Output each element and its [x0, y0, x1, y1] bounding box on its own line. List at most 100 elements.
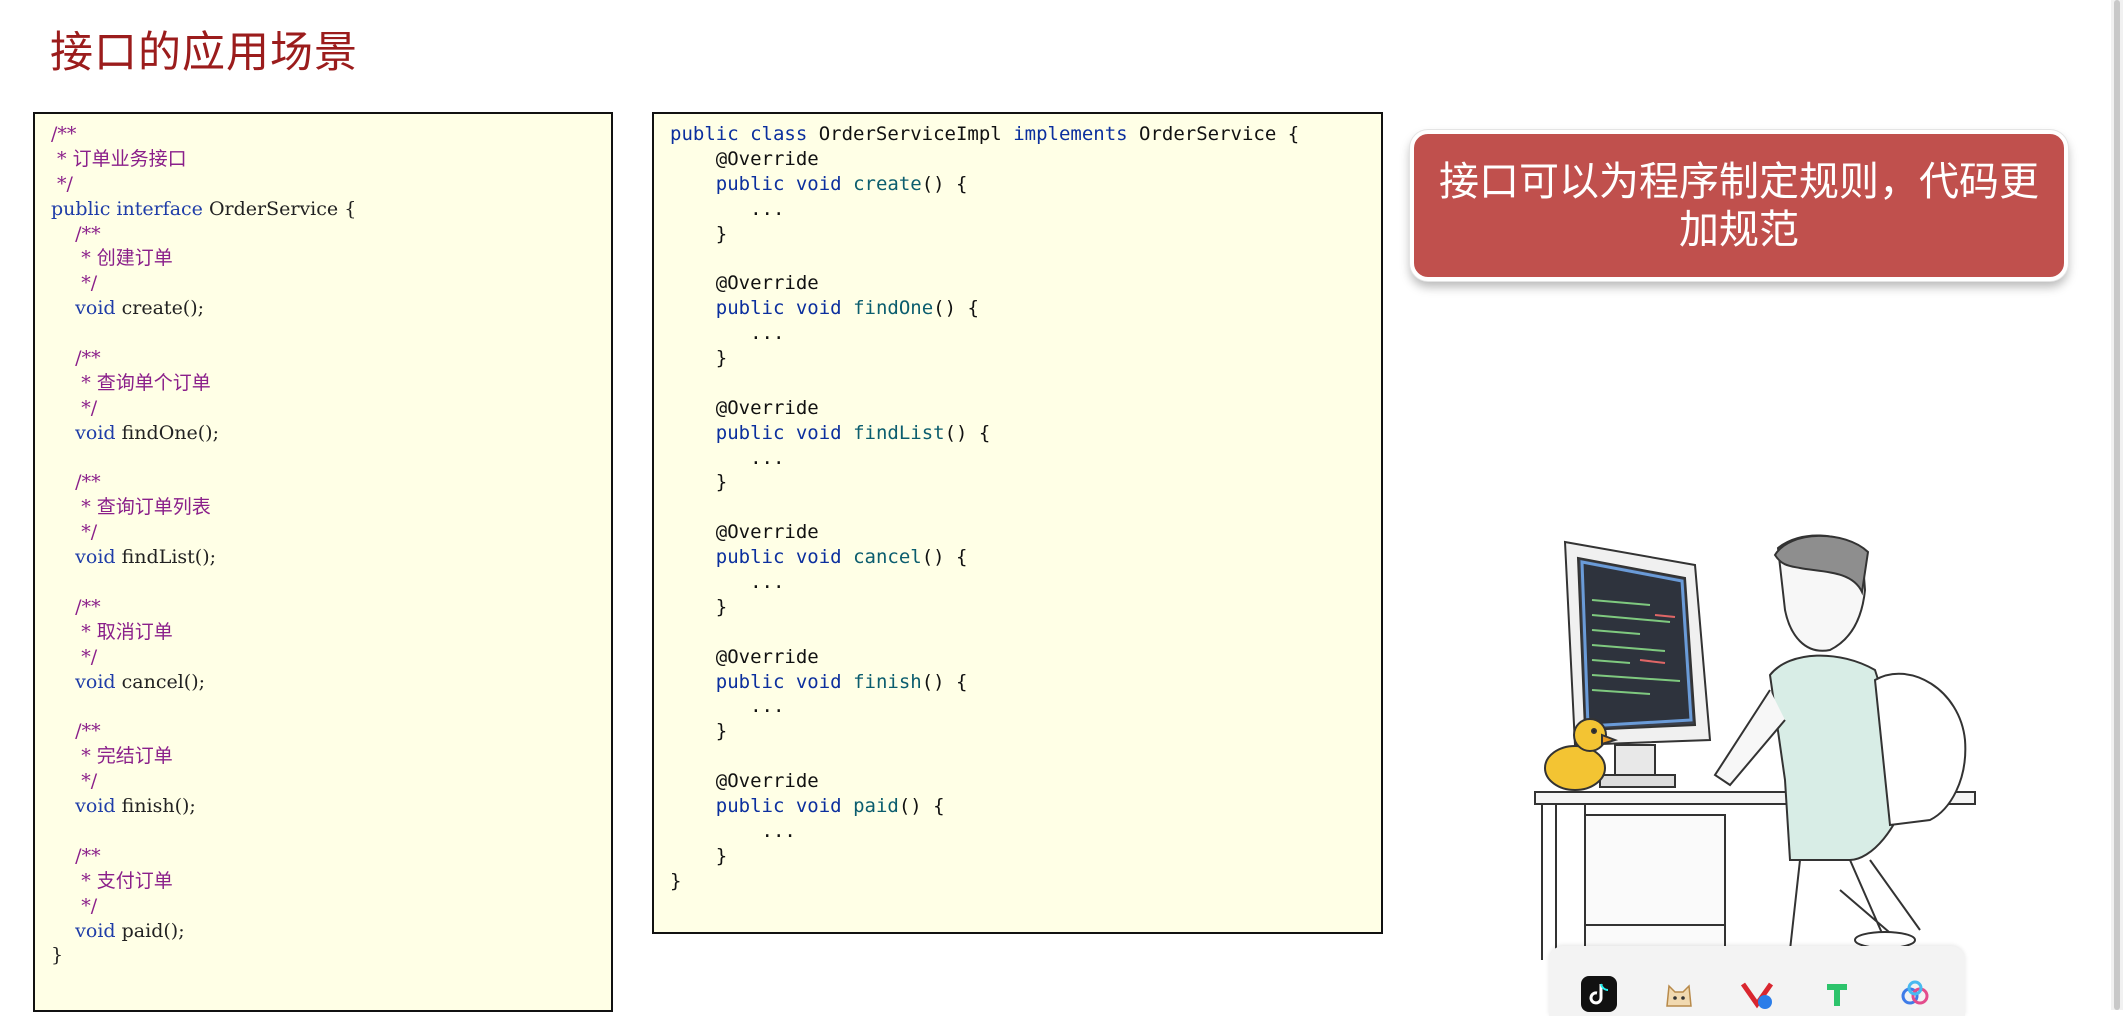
indent — [51, 247, 75, 269]
override-annotation: @Override — [670, 396, 1381, 421]
method-close: } — [670, 844, 1381, 869]
blank — [51, 695, 57, 717]
close-brace: } — [715, 222, 728, 245]
close-brace: } — [715, 720, 728, 743]
comment-doc: * 查询单个订单 — [75, 371, 211, 394]
blank-line — [670, 246, 1381, 271]
method-name: create — [853, 172, 922, 195]
vs-code-icon[interactable] — [1739, 976, 1775, 1012]
indent — [51, 720, 75, 742]
method-params: () { — [944, 421, 991, 444]
indent — [670, 322, 750, 344]
annotation: @Override — [715, 645, 819, 668]
comment-open: /** — [75, 347, 101, 370]
indent — [51, 646, 75, 668]
indent — [670, 695, 750, 717]
code-comment: */ — [51, 172, 73, 195]
indent — [670, 571, 750, 593]
code-comment: * 订单业务接口 — [51, 147, 187, 170]
close-brace: } — [715, 471, 728, 494]
blank-line — [670, 371, 1381, 396]
doc-comment: */ — [51, 271, 611, 296]
blank — [670, 496, 681, 518]
blank — [670, 372, 681, 394]
comment-close: */ — [75, 645, 98, 668]
class-close-brace: } — [670, 869, 682, 892]
tiktok-icon[interactable] — [1581, 976, 1617, 1012]
blank-line — [670, 495, 1381, 520]
doc-comment: */ — [51, 769, 611, 794]
t-app-icon[interactable] — [1819, 976, 1855, 1012]
doc-comment: /** — [51, 844, 611, 869]
method-close: } — [670, 719, 1381, 744]
comment-doc: * 完结订单 — [75, 745, 173, 768]
doc-comment: /** — [51, 719, 611, 744]
cloud-app-icon[interactable] — [1897, 976, 1933, 1012]
comment-close: */ — [75, 396, 98, 419]
method-signature: void cancel(); — [51, 670, 611, 695]
annotation: @Override — [715, 147, 819, 170]
method-signature: void findList(); — [51, 545, 611, 570]
page-title: 接口的应用场景 — [50, 28, 358, 78]
comment-open: /** — [75, 222, 101, 245]
indent — [51, 621, 75, 643]
override-annotation: @Override — [670, 271, 1381, 296]
implementation-code-block: public class OrderServiceImpl implements… — [652, 112, 1383, 934]
method-body: ... — [670, 446, 1381, 471]
method-body: ... — [670, 321, 1381, 346]
indent — [51, 496, 75, 518]
interface-declaration: public interface OrderService { — [51, 197, 611, 222]
indent — [51, 920, 75, 942]
override-annotation: @Override — [670, 147, 1381, 172]
modifier-keyword: public void — [715, 670, 842, 693]
ellipsis: ... — [750, 197, 785, 220]
annotation: @Override — [715, 521, 819, 544]
method-signature: void findOne(); — [51, 421, 611, 446]
annotation: @Override — [715, 272, 819, 295]
space — [842, 546, 853, 568]
method-name: paid(); — [115, 919, 185, 942]
method-signature: void create(); — [51, 296, 611, 321]
modifier-keyword: public void — [715, 297, 842, 320]
indent — [670, 720, 716, 742]
close-brace: } — [51, 944, 64, 967]
return-type: void — [75, 546, 116, 569]
doc-comment: /** — [51, 222, 611, 247]
doc-comment: */ — [51, 645, 611, 670]
scrollbar-thumb[interactable] — [2114, 0, 2120, 1010]
method-name: create(); — [115, 297, 205, 320]
class-keyword: public class — [670, 123, 808, 145]
indent — [51, 521, 75, 543]
blank — [670, 621, 681, 643]
cat-app-icon[interactable] — [1661, 976, 1697, 1012]
comment-doc: * 支付订单 — [75, 869, 173, 892]
indent — [670, 521, 716, 543]
method-signature: public void findList() { — [670, 421, 1381, 446]
method-signature: public void findOne() { — [670, 296, 1381, 321]
blank — [670, 247, 681, 269]
indent — [51, 845, 75, 867]
indent — [670, 646, 716, 668]
return-type: void — [75, 421, 116, 444]
indent — [670, 397, 716, 419]
ellipsis: ... — [761, 819, 796, 842]
blank-line — [51, 446, 611, 471]
annotation: @Override — [715, 770, 819, 793]
blank-line — [51, 321, 611, 346]
comment-doc: * 创建订单 — [75, 247, 173, 270]
close-brace: } — [715, 595, 728, 618]
taskbar — [1549, 946, 1965, 1016]
code-comment: /** — [51, 123, 77, 145]
method-body: ... — [670, 197, 1381, 222]
method-name: findList — [853, 421, 945, 444]
method-params: () { — [898, 795, 945, 818]
method-close: } — [670, 346, 1381, 371]
method-name: paid — [853, 795, 899, 818]
indent — [670, 471, 716, 493]
indent — [51, 870, 75, 892]
comment-close: */ — [75, 272, 98, 295]
blank-line — [51, 819, 611, 844]
indent — [670, 148, 716, 170]
method-close: } — [670, 470, 1381, 495]
callout-box: 接口可以为程序制定规则，代码更加规范 — [1410, 130, 2068, 281]
